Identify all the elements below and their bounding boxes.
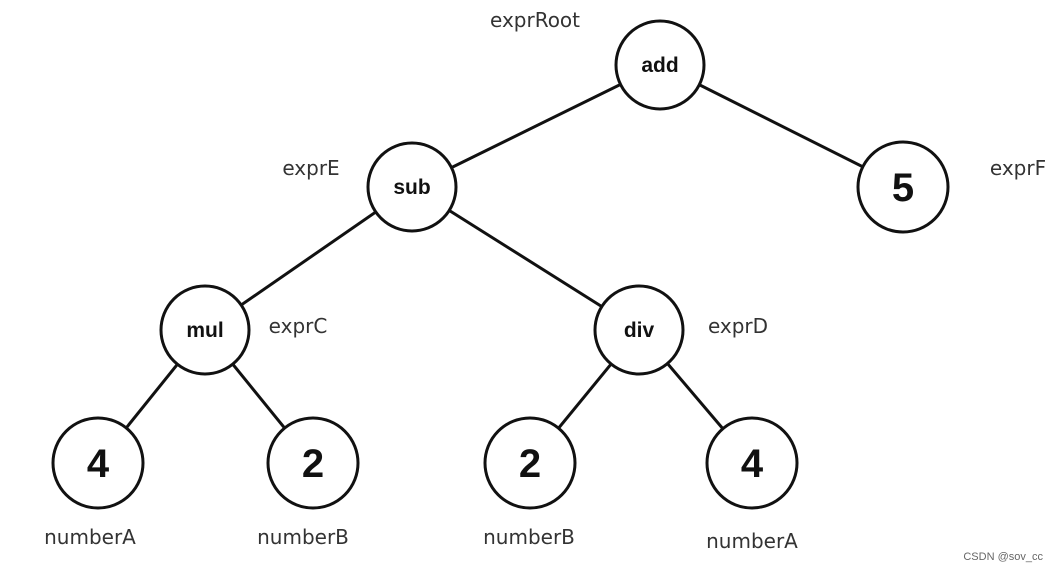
node-label: add: [641, 54, 678, 77]
edges-layer: [96, 63, 904, 464]
node-name-label: exprRoot: [490, 8, 580, 32]
node-label: 2: [302, 442, 324, 486]
tree-node-n4a: 4: [51, 416, 145, 510]
watermark-text: CSDN @sov_cc: [963, 551, 1043, 563]
edge-add-sub: [411, 63, 661, 189]
node-circle: [593, 284, 685, 376]
node-label: 4: [741, 442, 764, 486]
node-name-label: numberA: [44, 525, 136, 549]
tree-node-div: div: [593, 284, 685, 376]
node-name-label: numberA: [706, 529, 798, 553]
tree-node-n4b: 4: [705, 416, 799, 510]
nodes-layer: add sub 5 mul div 4 2 2 4: [51, 19, 950, 510]
node-circle: [483, 416, 577, 510]
node-name-label: exprE: [282, 156, 339, 180]
node-circle: [366, 141, 458, 233]
tree-node-add: add: [614, 19, 706, 111]
tree-node-five: 5: [856, 140, 950, 234]
node-circle: [856, 140, 950, 234]
node-name-label: exprD: [708, 314, 768, 338]
node-circle: [266, 416, 360, 510]
node-circle: [614, 19, 706, 111]
node-name-label: exprC: [269, 314, 328, 338]
tree-node-mul: mul: [159, 284, 251, 376]
node-label: sub: [393, 176, 430, 199]
node-name-label: numberB: [257, 525, 349, 549]
tree-node-sub: sub: [366, 141, 458, 233]
node-circle: [51, 416, 145, 510]
tree-node-n2b: 2: [483, 416, 577, 510]
name-labels-layer: exprRoot exprE exprF exprC exprD numberA numbe…: [44, 8, 1046, 553]
node-label: 2: [519, 442, 541, 486]
node-label: 4: [87, 442, 110, 486]
node-circle: [705, 416, 799, 510]
node-label: 5: [892, 166, 914, 210]
node-label: div: [624, 319, 655, 342]
tree-node-n2a: 2: [266, 416, 360, 510]
node-name-label: numberB: [483, 525, 575, 549]
node-name-label: exprF: [990, 156, 1046, 180]
node-circle: [159, 284, 251, 376]
node-label: mul: [186, 319, 223, 342]
